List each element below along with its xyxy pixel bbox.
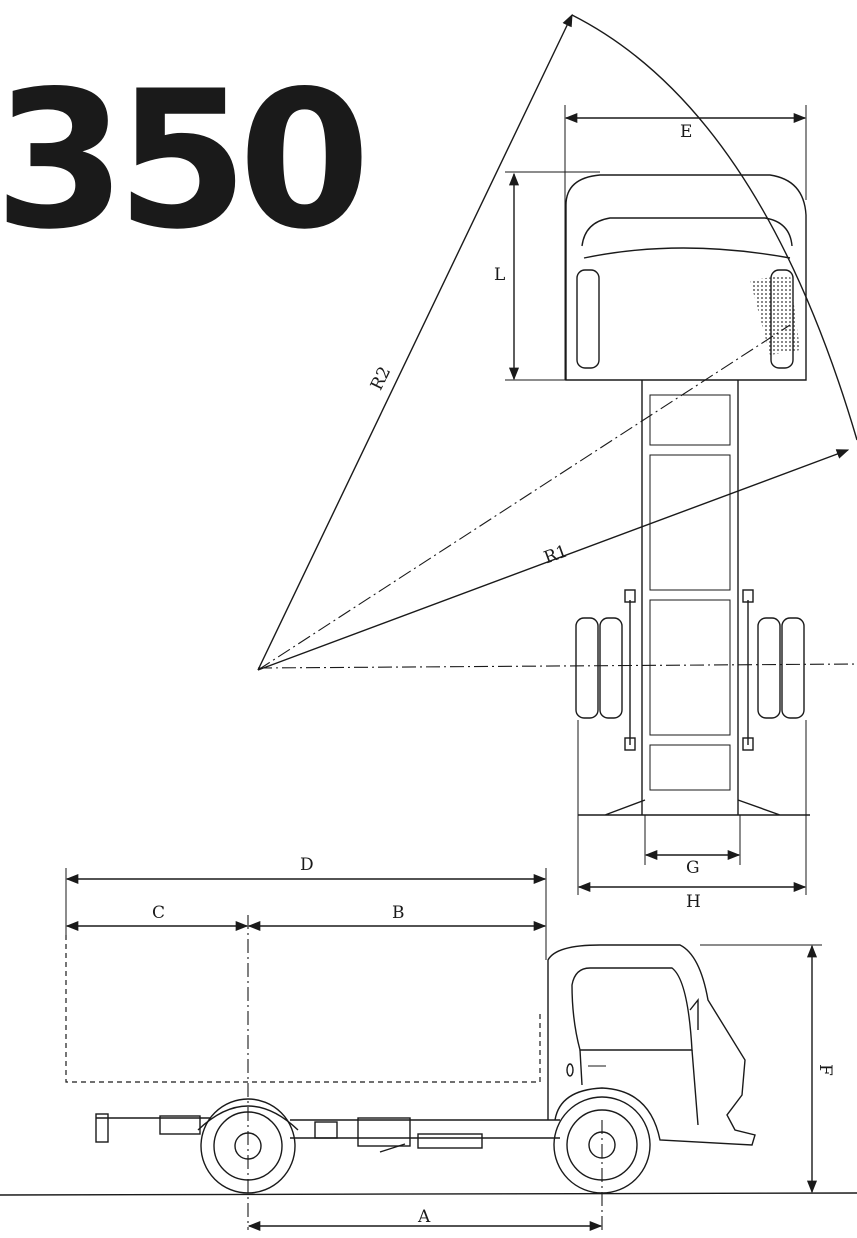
dashboard-top — [583, 247, 791, 259]
spring-hanger — [742, 737, 754, 751]
rear-hitch — [159, 1115, 201, 1135]
ground-line — [0, 1192, 857, 1196]
rear-wheel-arch — [197, 1105, 299, 1131]
r2-label: R2 — [367, 364, 395, 394]
brake-linkage — [379, 1143, 406, 1153]
front-wheel-rim — [566, 1109, 638, 1181]
cab-top-outline — [565, 174, 807, 381]
cab-side-window — [571, 967, 693, 1051]
side-view — [0, 915, 857, 1230]
spring-hanger — [624, 737, 636, 751]
cab-door — [579, 1049, 699, 1126]
rear-crossmember-end — [95, 1113, 109, 1143]
side-view-dimensions: D C B F A — [65, 855, 835, 1232]
fuel-filter — [314, 1121, 338, 1139]
side-mirror — [689, 998, 699, 1030]
top-view-dimensions: E L G H — [494, 105, 807, 912]
chassis-side-rails — [96, 1117, 560, 1139]
front-wheel-hub — [588, 1131, 616, 1159]
r1-inner-line — [257, 324, 791, 671]
dimension-e-label: E — [680, 122, 692, 142]
r1-radius-line — [257, 449, 850, 671]
rear-left-outer-wheel — [575, 617, 599, 719]
dimension-g-label: G — [686, 858, 700, 878]
model-number-logo: 350 — [0, 50, 362, 271]
fuel-tank — [357, 1117, 411, 1147]
cab-step-light — [566, 1063, 574, 1077]
windscreen-top — [581, 217, 793, 247]
dimension-a-label: A — [417, 1207, 431, 1227]
rear-axle-centreline — [257, 663, 857, 669]
dimension-d-label: D — [300, 855, 314, 875]
dimension-l-label: L — [494, 265, 505, 285]
exhaust-silencer — [417, 1133, 483, 1149]
dimension-h-label: H — [686, 892, 701, 912]
dimension-c-label: C — [152, 903, 165, 923]
rear-wheel-side — [200, 1098, 296, 1194]
dimension-f-label: F — [815, 1064, 835, 1076]
r1-label: R1 — [541, 541, 570, 568]
top-view — [257, 174, 857, 816]
rear-wheel-rim — [213, 1111, 283, 1181]
spring-hanger — [624, 589, 636, 603]
rear-wheel-hub — [234, 1132, 262, 1160]
chassis-crossmembers — [649, 394, 731, 791]
r2-radius-line — [257, 13, 573, 671]
steering-sweep-hatch — [750, 275, 800, 355]
rear-springs — [629, 600, 749, 745]
rear-right-inner-wheel — [757, 617, 781, 719]
cab-side-outline — [547, 944, 756, 1146]
r2-arc — [571, 14, 857, 441]
spring-hanger — [742, 589, 754, 603]
rear-left-inner-wheel — [599, 617, 623, 719]
front-left-wheel-top — [576, 269, 600, 369]
rear-bumper — [578, 799, 810, 816]
cargo-body-outline — [65, 935, 541, 1083]
rear-right-outer-wheel — [781, 617, 805, 719]
chassis-rails — [641, 380, 739, 815]
dimension-b-label: B — [392, 903, 405, 923]
front-wheel-side — [553, 1096, 651, 1194]
